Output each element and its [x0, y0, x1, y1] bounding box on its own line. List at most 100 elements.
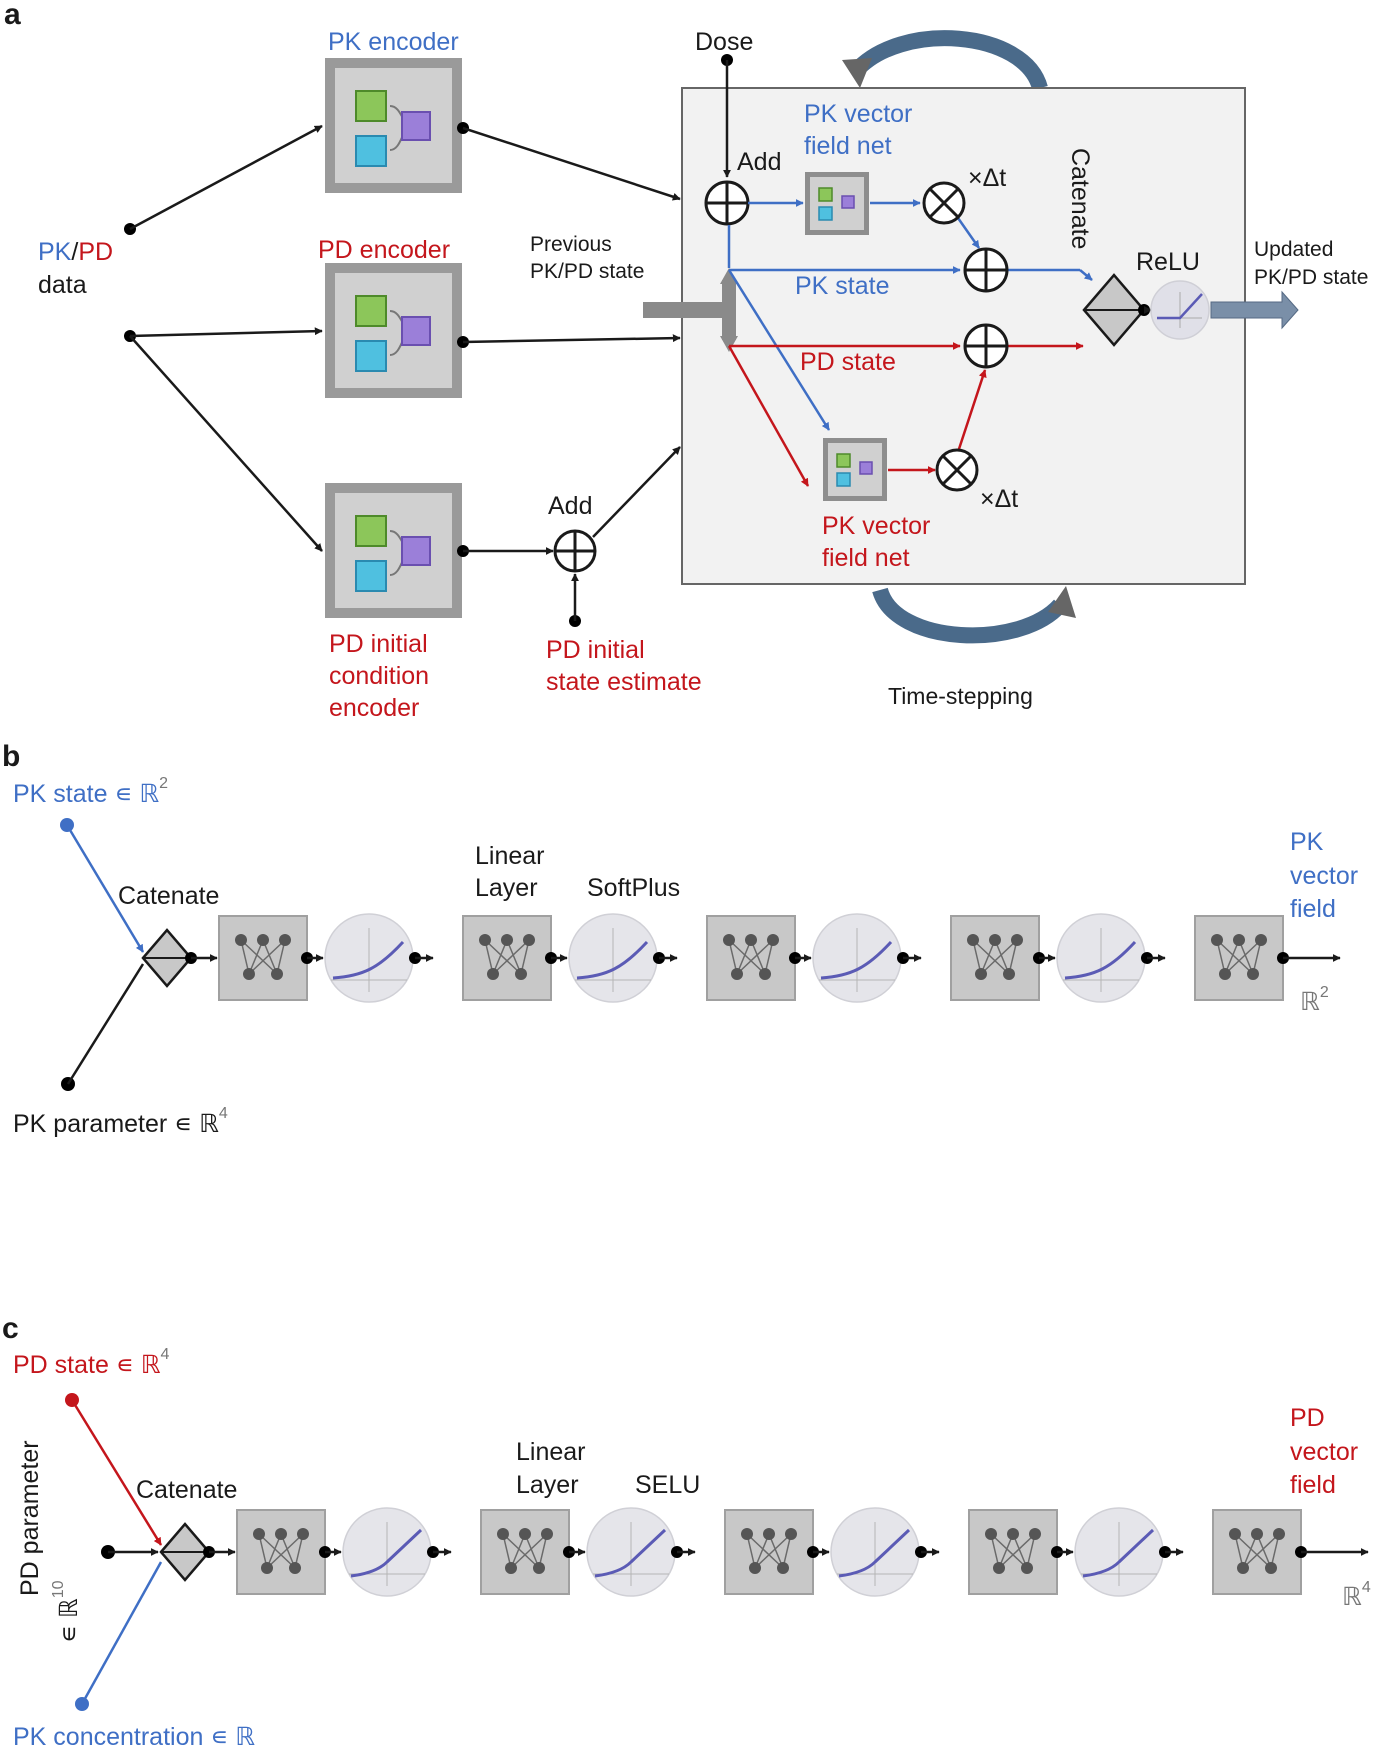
- b-linear-layer-2: [462, 915, 552, 1001]
- add-label-bottom: Add: [548, 492, 592, 520]
- c-linear-layer-3: [724, 1509, 814, 1595]
- time-step-arrow-bottom: [872, 587, 1066, 644]
- pd-initial-estimate-label-1: PD initial: [546, 636, 645, 664]
- pd-output-dim-text: ℝ: [1342, 1583, 1362, 1611]
- arrow-pk-state-to-pd-net: [727, 269, 831, 431]
- c-linear-layer-5: [1212, 1509, 1302, 1595]
- time-step-arrow-top-head: [842, 58, 872, 88]
- linear-layer-label-c-1: Linear: [516, 1438, 586, 1466]
- arrow-pk-to-catenate: [1079, 269, 1093, 281]
- b-linear-layer-1: [218, 915, 308, 1001]
- c-linear-layer-2: [480, 1509, 570, 1595]
- c-activation-1: [342, 1507, 432, 1597]
- pk-state-input-exp: 2: [159, 775, 168, 792]
- pk-parameter-input-label: PK parameter ∊ ℝ4: [13, 1105, 228, 1138]
- pd-state-input-label: PD state ∊ ℝ4: [13, 1346, 170, 1379]
- arrow-data-to-pd-ic-encoder: [129, 335, 323, 552]
- pd-parameter-input-label: PD parameter: [16, 1440, 44, 1596]
- add-label-top: Add: [737, 148, 781, 176]
- pk-vector-field-net-label-1: PK vector: [804, 100, 912, 128]
- pk-concentration-to-catenate: [80, 1561, 163, 1705]
- time-step-arrow-top: [848, 30, 1048, 91]
- pk-state-input-text: PK state ∊ ℝ: [13, 780, 159, 808]
- panel-b: b PK state ∊ ℝ2 PK parameter ∊ ℝ4 Catena…: [2, 740, 1358, 1138]
- time-step-arrow-bottom-head: [1048, 586, 1076, 618]
- pk-output-dim-label: ℝ2: [1300, 984, 1329, 1016]
- panel-b-label: b: [2, 740, 20, 773]
- pd-state-label: PD state: [800, 348, 896, 376]
- previous-state-label-1: Previous: [530, 233, 612, 256]
- b-linear-layer-5: [1194, 915, 1284, 1001]
- updated-state-label-1: Updated: [1254, 238, 1333, 261]
- selu-label: SELU: [635, 1471, 700, 1499]
- b-linear-layer-4: [950, 915, 1040, 1001]
- network-chain-b: [185, 913, 1341, 1003]
- arrow-add-to-box: [592, 446, 681, 538]
- arrow-data-to-pd-encoder: [129, 327, 323, 338]
- pd-state-input-text: PD state ∊ ℝ: [13, 1351, 161, 1379]
- pd-vector-field-net-label-1: PK vector: [822, 512, 930, 540]
- b-linear-layer-3: [706, 915, 796, 1001]
- previous-state-down-arrow: [720, 336, 738, 352]
- pk-output-dim-text: ℝ: [1300, 988, 1320, 1016]
- pk-vector-field-net-label-2: field net: [804, 132, 892, 160]
- multiply-node-pd: [935, 448, 979, 492]
- arrow-pk-encoder-to-box: [462, 126, 681, 201]
- c-activation-4: [1074, 1507, 1164, 1597]
- previous-state-splitter: [722, 280, 736, 340]
- pd-encoder-label: PD encoder: [318, 236, 450, 264]
- catenate-label-c: Catenate: [136, 1476, 237, 1504]
- linear-layer-label-c-2: Layer: [516, 1471, 579, 1499]
- pk-vector-field-label-3: field: [1290, 895, 1336, 923]
- pd-vector-field-label-1: PD: [1290, 1404, 1325, 1432]
- pkpd-data-label-slash: /: [71, 238, 78, 266]
- pd-vector-field-label-2: vector: [1290, 1438, 1358, 1466]
- arrow-pk-state-to-catenate: [65, 824, 145, 953]
- pd-parameter-input-dim: ∊ ℝ10: [50, 1580, 83, 1643]
- add-node-pd-state: [963, 323, 1009, 369]
- pd-vector-field-label-3: field: [1290, 1471, 1336, 1499]
- c-activation-2: [586, 1507, 676, 1597]
- pk-state-input-label: PK state ∊ ℝ2: [13, 775, 168, 808]
- updated-state-arrow: [1210, 290, 1299, 330]
- pd-output-dim-label: ℝ4: [1342, 1579, 1371, 1611]
- catenate-label-a: Catenate: [1066, 148, 1094, 249]
- previous-state-up-arrow: [720, 268, 738, 284]
- pd-ic-encoder-label-1: PD initial: [329, 630, 428, 658]
- pk-parameter-input-exp: 4: [219, 1105, 228, 1122]
- pk-encoder-label: PK encoder: [328, 28, 459, 56]
- softplus-label: SoftPlus: [587, 874, 680, 902]
- pd-ic-encoder-label-3: encoder: [329, 694, 419, 722]
- arrow-pd-state-to-catenate: [70, 1399, 163, 1546]
- dose-label: Dose: [695, 28, 753, 56]
- arrow-pd-state-to-pd-net: [727, 345, 810, 487]
- relu-curve: [1157, 293, 1203, 320]
- pk-parameter-input-text: PK parameter ∊ ℝ: [13, 1110, 219, 1138]
- arrow-pk-mult-to-add: [956, 217, 981, 249]
- catenate-label-b: Catenate: [118, 882, 219, 910]
- pd-parameter-input-dim-text: ∊ ℝ: [55, 1598, 83, 1643]
- previous-state-bar: [643, 302, 723, 318]
- b-activation-4: [1056, 913, 1146, 1003]
- panel-a: a: [4, 0, 1368, 722]
- multiply-node-pk: [922, 181, 966, 225]
- pd-initial-estimate-label-2: state estimate: [546, 668, 702, 696]
- pd-parameter-input-dim-exp: 10: [50, 1580, 67, 1598]
- c-linear-layer-4: [968, 1509, 1058, 1595]
- add-node-top: [704, 180, 750, 226]
- pk-output-dim-exp: 2: [1320, 984, 1329, 1001]
- pd-encoder-block: [325, 263, 462, 398]
- pk-encoder-block: [325, 58, 462, 193]
- times-dt-label-pk: ×Δt: [968, 164, 1006, 192]
- pk-parameter-to-catenate: [66, 963, 145, 1085]
- time-stepping-label: Time-stepping: [888, 683, 1033, 709]
- pd-vector-field-net-block: [823, 438, 887, 501]
- pd-ic-encoder-label-2: condition: [329, 662, 429, 690]
- panel-a-label: a: [4, 0, 21, 31]
- network-chain-c: [203, 1507, 1369, 1597]
- pk-concentration-input-label: PK concentration ∊ ℝ: [13, 1723, 255, 1747]
- pd-ic-encoder-block: [325, 483, 462, 618]
- panel-c-label: c: [2, 1312, 19, 1345]
- b-activation-3: [812, 913, 902, 1003]
